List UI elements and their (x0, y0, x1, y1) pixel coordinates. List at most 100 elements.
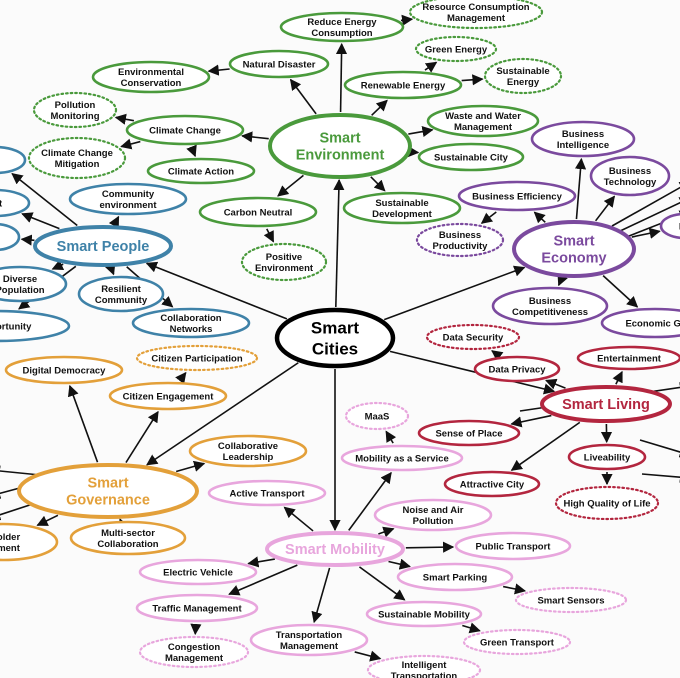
node-label: Economy (541, 251, 606, 267)
offscreen-arrow (641, 471, 680, 483)
arrow-climate-change-to-climate-action (186, 144, 197, 158)
node-outline (17, 463, 199, 519)
node-label: Pollution (413, 516, 454, 527)
node-label: Consumption (311, 28, 372, 39)
node-digital-democracy: Digital Democracy (4, 355, 124, 385)
arrow-smart-parking-to-smart-sensors (502, 583, 527, 595)
node-outline (249, 623, 369, 657)
node-outline (373, 498, 493, 532)
node-label: Active Transport (230, 488, 306, 499)
arrow-climate-change-to-pollution-monitoring (114, 113, 135, 125)
arrow-climate-change-to-climate-mitigation (120, 138, 141, 150)
node-outline (554, 485, 660, 521)
arrow-hub-environment-to-renewable-energy (371, 99, 388, 116)
node-outline (344, 401, 410, 431)
node-label: Conservation (121, 78, 182, 89)
arrow-business-efficiency-to-business-productivity (480, 211, 497, 224)
node-label: Entertainment (597, 353, 662, 364)
node-mobility-as-a-service: Mobility as a Service (340, 444, 464, 472)
node-people-ent: ent (0, 188, 31, 218)
node-label: Digital Democracy (23, 365, 107, 376)
node-stakeholder-engagement: eholdergement (0, 522, 59, 562)
node-label: High Quality of Life (563, 498, 650, 509)
arrow-center-to-hub-governance (146, 362, 299, 466)
arrow-hub-mobility-to-active-transport (283, 506, 314, 532)
node-outline (491, 286, 609, 326)
arrow-hub-environment-to-sustainable-development (370, 176, 386, 192)
node-outline (240, 242, 328, 282)
node-carbon-neutral: Carbon Neutral (198, 196, 318, 228)
arrow-hub-economy-to-business-technology (594, 195, 616, 222)
node-label: Community (102, 189, 155, 200)
node-label: Liveability (584, 452, 631, 463)
node-label: Sustainable City (434, 152, 509, 163)
node-outline (426, 104, 540, 138)
node-outline (514, 586, 628, 614)
node-outline (443, 470, 541, 498)
node-label: Sustainable (375, 198, 428, 209)
node-outline (135, 344, 259, 372)
arrow-hub-governance-to-citizen-engagement (125, 410, 159, 463)
node-label: Traffic Management (152, 603, 242, 614)
node-entertainment: Entertainment (576, 345, 680, 371)
node-label: Public Transport (476, 541, 552, 552)
node-label: Resource Consumption (422, 2, 529, 13)
node-label: Environment (255, 263, 314, 274)
node-label: Business (439, 230, 481, 241)
node-economic-growth: Economic Gr (600, 307, 680, 339)
arrow-citizen-engagement-to-citizen-participation (175, 371, 187, 385)
node-label: Business (609, 166, 651, 177)
node-label: Renewable Energy (361, 80, 446, 91)
node-label: Multi-sector (101, 528, 155, 539)
node-outline (4, 355, 124, 385)
node-outline (600, 307, 680, 339)
node-label: Intelligent (402, 660, 448, 671)
arrow-traffic-management-to-congestion-management (190, 623, 202, 636)
node-label: Carbon Neutral (224, 207, 293, 218)
node-outline (198, 196, 318, 228)
node-outline (0, 222, 21, 252)
node-label: Sustainable Mobility (378, 609, 471, 620)
node-outline (279, 11, 405, 43)
node-sense-of-place: Sense of Place (417, 419, 521, 447)
node-label: Climate Change (149, 125, 221, 136)
node-label: Cities (312, 339, 358, 358)
node-label: Leadership (223, 452, 274, 463)
arrow-hub-economy-to-economic-growth (602, 275, 639, 308)
node-label: Positive (266, 252, 302, 263)
node-outline (32, 91, 118, 129)
offscreen-arrow (611, 181, 680, 227)
node-economy-en: En (659, 212, 680, 240)
node-label: Natural Disaster (243, 59, 316, 70)
node-people-ip: ip (0, 145, 27, 175)
node-label: Smart People (57, 239, 150, 255)
node-green-energy: Green Energy (414, 35, 498, 63)
node-label: Attractive City (460, 479, 525, 490)
arrow-hub-people-to-diverse-population (51, 259, 65, 270)
node-label: Smart Mobility (285, 542, 385, 558)
node-label: Data Security (443, 332, 504, 343)
arrow-hub-living-to-entertainment (612, 370, 623, 385)
node-label: Mobility as a Service (355, 453, 448, 464)
node-citizen-engagement: Citizen Engagement (108, 381, 228, 411)
node-renewable-energy: Renewable Energy (343, 70, 463, 100)
arrow-hub-mobility-to-transportation-management (311, 567, 331, 624)
node-label: Sustainable (496, 66, 549, 77)
arrow-carbon-neutral-to-positive-environment (263, 228, 275, 243)
node-outline (659, 212, 680, 240)
node-label: Productivity (433, 241, 489, 252)
node-outline (576, 345, 680, 371)
node-label: Sense of Place (435, 428, 502, 439)
node-outline (207, 479, 327, 507)
arrow-hub-living-to-attractive-city (510, 421, 581, 471)
node-label: Smart (311, 318, 360, 337)
node-label: Management (165, 653, 224, 664)
